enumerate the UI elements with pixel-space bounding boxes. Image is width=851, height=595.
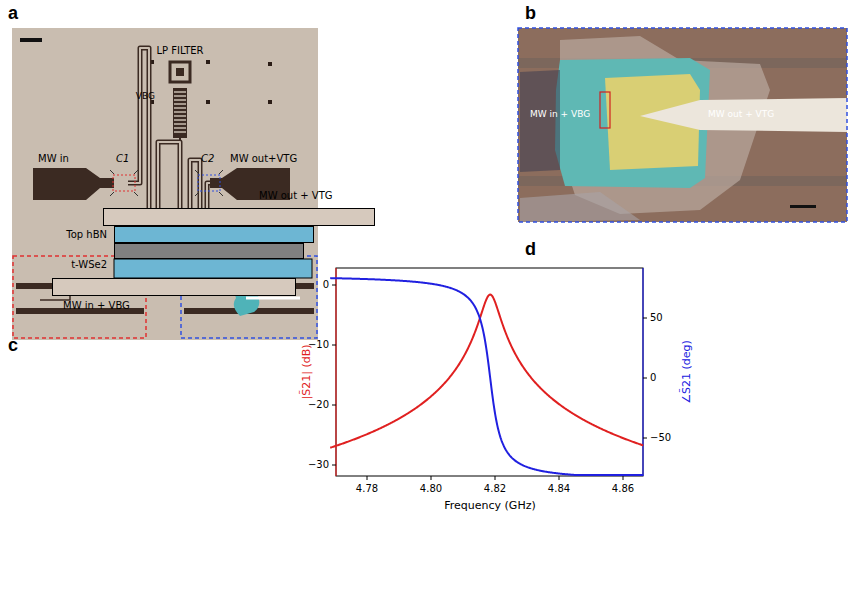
- port-label: MW out+VTG: [230, 154, 297, 164]
- tick-label: 4.80: [420, 484, 442, 494]
- filter-label: LP FILTER: [156, 46, 203, 56]
- tick-label: −50: [650, 433, 671, 443]
- tick-label: 4.86: [612, 484, 634, 494]
- curves: [330, 278, 643, 475]
- tick-label: 4.82: [484, 484, 506, 494]
- left-ticks: [332, 285, 336, 465]
- top-gate-electrode: [640, 98, 847, 132]
- tick-label: −20: [308, 400, 329, 410]
- coupler-label: C1: [116, 154, 129, 164]
- scale-bar: [790, 205, 816, 208]
- axis-title: |S̃21| (dB): [301, 345, 312, 400]
- lp-filter-comb: [174, 92, 186, 132]
- flake: [520, 192, 640, 222]
- magnitude-curve: [330, 295, 643, 448]
- lp-filter-pad: [170, 62, 190, 82]
- port-label: MW in + VBG: [530, 110, 590, 119]
- layer-label: MW out + VTG: [259, 191, 333, 201]
- layer-label: t-WSe2: [71, 260, 107, 270]
- input-pad: [33, 168, 114, 200]
- x-ticks: [367, 476, 623, 480]
- coupler-marker: [113, 175, 135, 191]
- tick-label: 50: [650, 313, 663, 323]
- tick-label: −30: [308, 460, 329, 470]
- tick-label: 4.84: [548, 484, 570, 494]
- layer-label: MW in + VBG: [63, 301, 130, 311]
- tick-label: −10: [308, 340, 329, 350]
- alignment-mark: [206, 100, 210, 104]
- lp-filter-comb: [173, 88, 187, 138]
- port-label: MW in: [38, 154, 69, 164]
- alignment-mark: [206, 60, 210, 64]
- panel-letter: c: [8, 336, 18, 354]
- micrograph: [518, 28, 847, 222]
- inset-border: [518, 28, 847, 222]
- tick-label: 4.78: [356, 484, 378, 494]
- wse2-layer: t-WSe2: [114, 243, 304, 259]
- signal-name: VBG: [136, 92, 155, 101]
- region-marker: [600, 92, 610, 128]
- phase-curve: [330, 278, 643, 475]
- chip-substrate: [12, 28, 318, 340]
- lp-filter-pad: [176, 68, 184, 76]
- flake: [520, 70, 560, 172]
- zoom-tick: [110, 170, 138, 196]
- bottom-electrode-layer: MW in + VBG: [52, 278, 296, 296]
- port-label: MW out + VTG: [708, 110, 774, 119]
- panel-letter: a: [8, 4, 18, 22]
- coupler-label: C2: [201, 154, 214, 164]
- coupler-marker: [198, 175, 220, 191]
- panel-letter: d: [525, 240, 536, 258]
- zoom-tick: [195, 170, 223, 196]
- axis-title: Frequency (GHz): [444, 500, 535, 511]
- bottom-hbn-layer: [114, 259, 312, 278]
- inset-finger: [246, 297, 300, 300]
- top-electrode-layer: MW out + VTG: [103, 208, 375, 226]
- scale-bar: [20, 38, 42, 42]
- right-ticks: [643, 318, 647, 438]
- alignment-mark: [268, 100, 272, 104]
- tick-label: 0: [323, 280, 329, 290]
- panel-letter: b: [525, 4, 536, 22]
- tick-label: 0: [650, 373, 656, 383]
- layer-label: Top hBN: [66, 230, 107, 240]
- top-hbn-layer: Top hBN: [114, 226, 314, 243]
- axis-title: ∠S̃21 (deg): [681, 340, 692, 404]
- alignment-mark: [268, 62, 272, 66]
